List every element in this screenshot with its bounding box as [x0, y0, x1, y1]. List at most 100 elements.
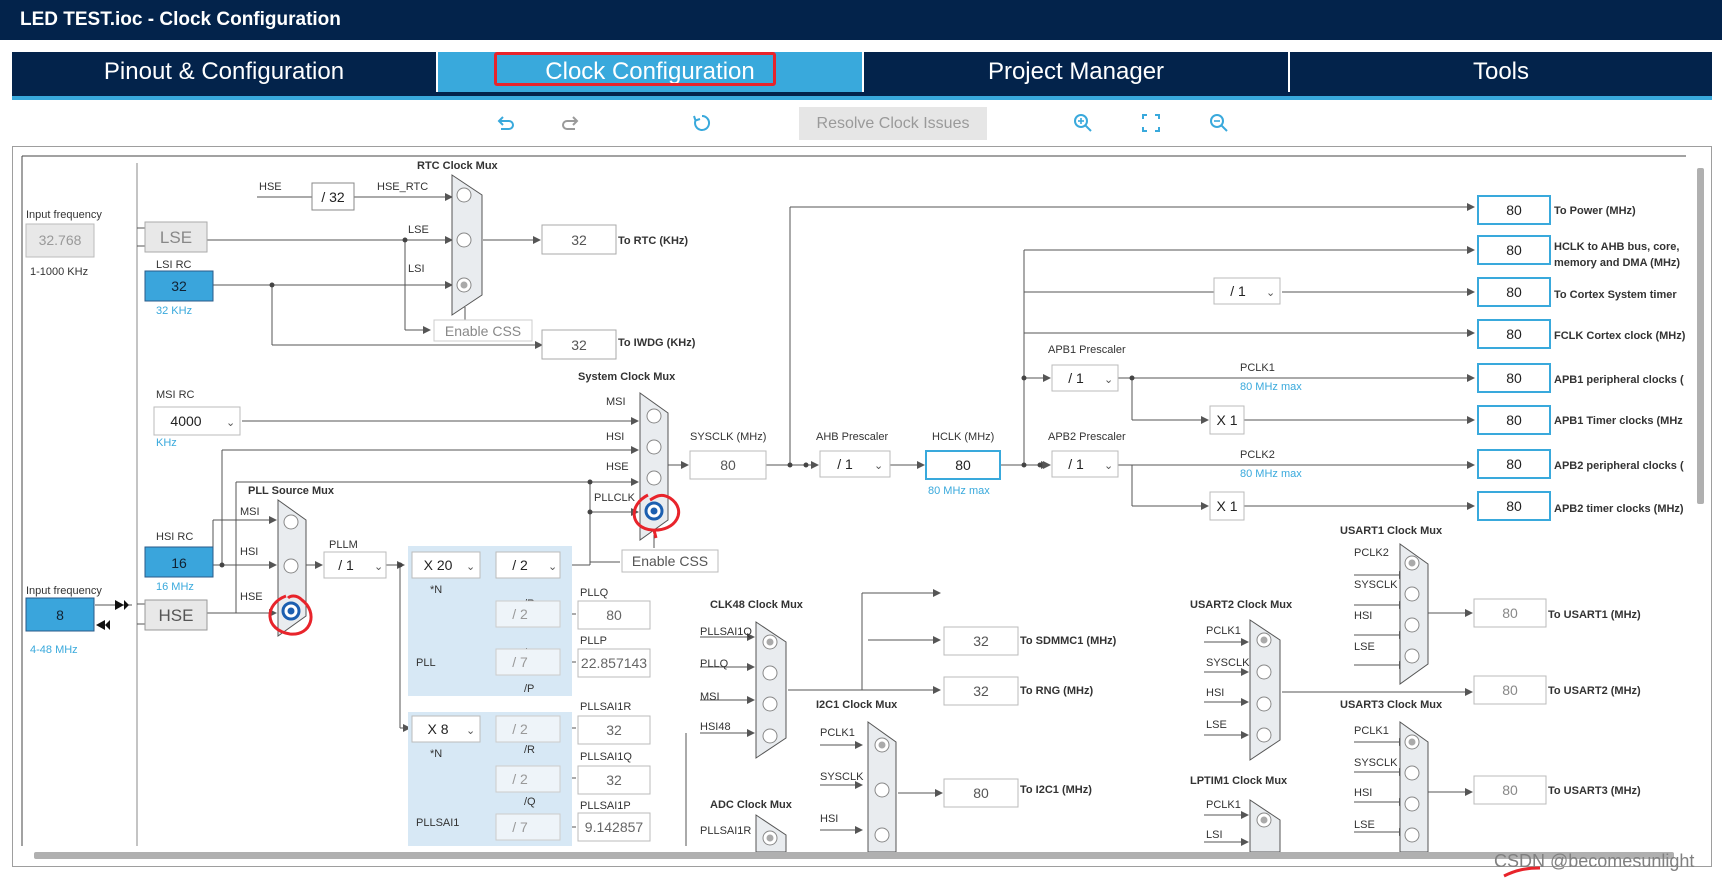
rtc-enable-css-button[interactable]: [433, 319, 533, 342]
i2c1-output-box: [943, 778, 1019, 808]
apb2-timer-multiplier: [1209, 491, 1245, 521]
svg-text:/ 7: / 7: [512, 654, 528, 670]
pllsai1-r-label: /R: [524, 744, 535, 756]
fit-screen-icon: [1142, 114, 1160, 132]
zoom-out-button[interactable]: [1206, 110, 1232, 136]
output-3-value[interactable]: [1477, 319, 1551, 349]
pllsai1q-output-box: [577, 765, 651, 795]
reset-button[interactable]: [689, 110, 715, 136]
svg-text:80: 80: [1506, 412, 1522, 428]
title-bar: LED TEST.ioc - Clock Configuration: [0, 0, 1722, 40]
pll-r-select[interactable]: [495, 551, 561, 579]
rng-label: To RNG (MHz): [1020, 685, 1093, 697]
rtc-output-box: [541, 224, 617, 255]
redo-icon: [562, 116, 579, 130]
redo-button[interactable]: [558, 110, 584, 136]
i2c1-out-label: To I2C1 (MHz): [1020, 784, 1092, 796]
hclk-input[interactable]: [925, 450, 1001, 480]
pllsai1-p-select[interactable]: [495, 813, 561, 841]
usart3-output-box: [1473, 775, 1547, 805]
lse-range-label: 1-1000 KHz: [30, 266, 88, 278]
pllsai1-n-chevron-icon: ⌄: [466, 725, 475, 737]
hclk-max-label: 80 MHz max: [928, 485, 990, 497]
rtc-lsi-label: LSI: [408, 263, 425, 275]
lptim1-in2-label: LSI: [1206, 829, 1223, 841]
svg-text:X 8: X 8: [427, 721, 448, 737]
lsi-rc-block: [144, 270, 214, 302]
usart1-output-box: [1473, 598, 1547, 628]
cortex-divider-select[interactable]: [1213, 277, 1281, 305]
adc-mux-title: ADC Clock Mux: [710, 799, 793, 811]
pll-p-select[interactable]: [495, 648, 561, 676]
zoom-in-button[interactable]: [1070, 110, 1096, 136]
usart3-mux-title: USART3 Clock Mux: [1340, 699, 1443, 711]
rtc-lse-label: LSE: [408, 224, 429, 236]
system-clock-mux-title: System Clock Mux: [578, 371, 676, 383]
output-4-value[interactable]: [1477, 363, 1551, 393]
msi-rc-select[interactable]: [153, 406, 241, 436]
ahb-prescaler-select[interactable]: [819, 450, 891, 478]
svg-text:LSE: LSE: [160, 228, 192, 247]
pllsai1-r-select[interactable]: [495, 715, 561, 743]
output-6-value[interactable]: [1477, 449, 1551, 479]
lse-frequency-input[interactable]: [25, 223, 95, 258]
output-4-label: APB1 peripheral clocks (: [1554, 374, 1684, 386]
svg-text:X 1: X 1: [1216, 498, 1237, 514]
lsi-unit-label: 32 KHz: [156, 305, 192, 317]
usart2-clock-mux: [1249, 619, 1281, 761]
watermark: CSDN @becomesunlight: [1494, 851, 1695, 871]
undo-button[interactable]: [492, 110, 518, 136]
sys-enable-css-button[interactable]: [621, 549, 719, 573]
pll-n-select[interactable]: [411, 551, 481, 579]
output-5-value[interactable]: [1477, 405, 1551, 435]
usart1-in2-label: SYSCLK: [1354, 579, 1398, 591]
rtc-hse-label: HSE: [259, 181, 282, 193]
pclk2-max-label: 80 MHz max: [1240, 468, 1302, 480]
tab-project-manager[interactable]: Project Manager: [864, 52, 1290, 92]
pllsai1-n-select[interactable]: [411, 715, 481, 743]
horizontal-scrollbar[interactable]: [34, 852, 1674, 859]
fit-screen-button[interactable]: [1138, 110, 1164, 136]
svg-text:80: 80: [1506, 498, 1522, 514]
sys-hsi-label: HSI: [606, 431, 624, 443]
usart1-out-label: To USART1 (MHz): [1548, 609, 1641, 621]
pllp-output-box: [577, 648, 651, 678]
hse-frequency-input[interactable]: [25, 597, 95, 632]
output-6-label: APB2 peripheral clocks (: [1554, 460, 1684, 472]
resolve-clock-issues-button[interactable]: Resolve Clock Issues: [799, 107, 987, 140]
svg-text:/ 1: / 1: [1230, 283, 1246, 299]
apb1-prescaler-select[interactable]: [1051, 364, 1119, 392]
sysclk-label: SYSCLK (MHz): [690, 431, 766, 443]
output-0-value[interactable]: [1477, 195, 1551, 225]
rtc-hse-rtc-label: HSE_RTC: [377, 181, 428, 193]
pllsai1r-output-box: [577, 715, 651, 745]
pll-n-label: *N: [430, 584, 442, 596]
clk48-in2-label: PLLQ: [700, 658, 729, 670]
apb2-prescaler-select[interactable]: [1051, 450, 1119, 478]
pll-q-select[interactable]: [495, 600, 561, 628]
output-2-value[interactable]: [1477, 277, 1551, 307]
tab-tools[interactable]: Tools: [1472, 58, 1530, 85]
cortex-chevron-icon: ⌄: [1266, 287, 1275, 299]
svg-text:X 20: X 20: [424, 557, 453, 573]
msi-label: MSI RC: [156, 389, 195, 401]
svg-text:32: 32: [973, 633, 989, 649]
output-2-label: To Cortex System timer: [1554, 289, 1677, 301]
clk48-in3-label: MSI: [700, 691, 720, 703]
usart2-output-box: [1473, 675, 1547, 705]
refresh-icon: [693, 114, 711, 131]
pllm-select[interactable]: [323, 551, 387, 579]
hclk-label: HCLK (MHz): [932, 431, 994, 443]
pllm-label: PLLM: [329, 539, 358, 551]
svg-text:32: 32: [973, 683, 989, 699]
pllsai1-q-select[interactable]: [495, 765, 561, 793]
i2c1-mux-title: I2C1 Clock Mux: [816, 699, 898, 711]
output-7-value[interactable]: [1477, 491, 1551, 521]
svg-text:80: 80: [1506, 456, 1522, 472]
rtc-mux-title: RTC Clock Mux: [417, 160, 499, 172]
usart2-in4-label: LSE: [1206, 719, 1227, 731]
vertical-scrollbar[interactable]: [1697, 168, 1704, 504]
tab-pinout[interactable]: Pinout & Configuration: [12, 52, 438, 92]
output-1-value[interactable]: [1477, 235, 1551, 265]
pllsai1-name-label: PLLSAI1: [416, 817, 459, 829]
